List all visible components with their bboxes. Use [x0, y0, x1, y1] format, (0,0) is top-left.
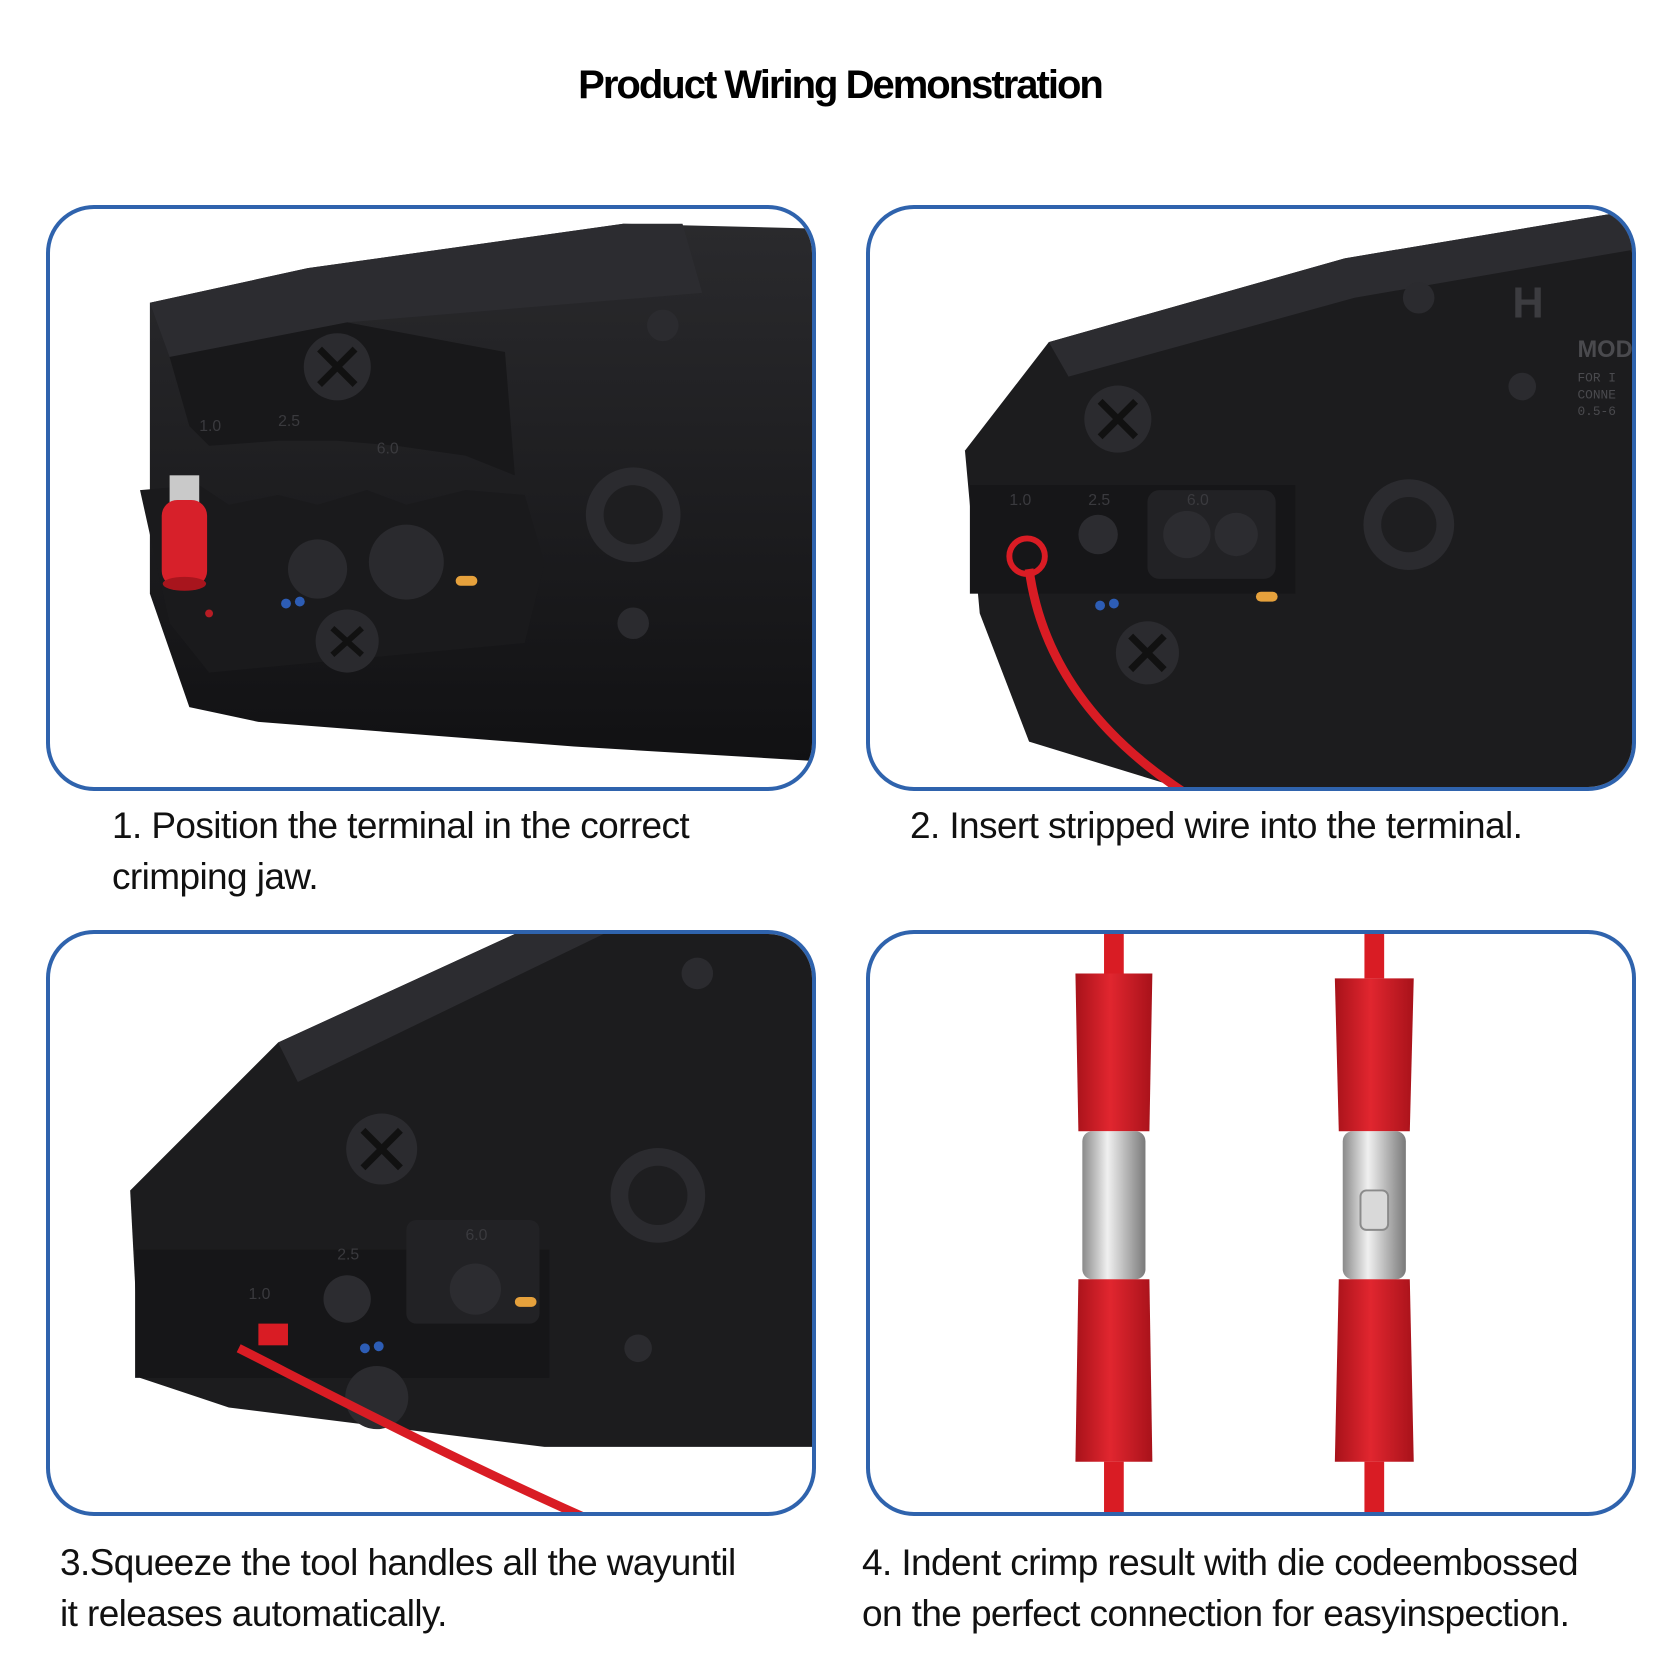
step-3-caption-line-2: it releases automatically. [60, 1593, 447, 1634]
crimper-squeezed-closed-illustration: 1.0 2.5 6.0 [130, 934, 812, 1512]
die-size-label-1: 1.0 [249, 1286, 271, 1303]
tool-spec-line-2: CONNE [1577, 387, 1616, 402]
die-size-label-3: 6.0 [377, 441, 399, 458]
die-size-label-1: 1.0 [1009, 492, 1031, 509]
step-2-caption: 2. Insert stripped wire into the termina… [910, 800, 1523, 851]
step-3-caption-line-1: 3.Squeeze the tool handles all the wayun… [60, 1542, 736, 1583]
die-size-label-2: 2.5 [337, 1246, 359, 1263]
die-size-label-2: 2.5 [1088, 492, 1110, 509]
step-4-caption-line-2: on the perfect connection for easyinspec… [862, 1593, 1570, 1634]
step-1-caption-line-2: crimping jaw. [112, 856, 319, 897]
die-size-label-3: 6.0 [466, 1227, 488, 1244]
page-title: Product Wiring Demonstration [578, 62, 1104, 107]
step-1-image-panel: 1.0 2.5 6.0 [46, 205, 816, 791]
step-3-image-panel: 1.0 2.5 6.0 [46, 930, 816, 1516]
step-4-caption-line-1: 4. Indent crimp result with die codeembo… [862, 1542, 1579, 1583]
step-1-caption-line-1: 1. Position the terminal in the correct [112, 805, 690, 846]
tool-model-text: MOD [1577, 337, 1632, 363]
crimper-jaw-open-with-terminal-illustration: 1.0 2.5 6.0 [140, 223, 812, 761]
tool-spec-line-3: 0.5-6 [1577, 404, 1615, 419]
die-size-label-2: 2.5 [278, 413, 300, 430]
step-2-image-panel: H MOD FOR I CONNE 0.5-6 1.0 2.5 6.0 [866, 205, 1636, 791]
step-2-caption-line-1: 2. Insert stripped wire into the termina… [910, 805, 1523, 846]
step-3-caption: 3.Squeeze the tool handles all the wayun… [60, 1537, 736, 1639]
step-1-caption: 1. Position the terminal in the correct … [112, 800, 690, 902]
die-size-label-3: 6.0 [1187, 492, 1209, 509]
step-4-caption: 4. Indent crimp result with die codeembo… [862, 1537, 1579, 1639]
crimper-with-stripped-wire-illustration: H MOD FOR I CONNE 0.5-6 1.0 2.5 6.0 [964, 210, 1632, 787]
tool-brand-text: H [1512, 279, 1543, 327]
die-size-label-1: 1.0 [199, 418, 221, 435]
crimped-terminals-result-illustration [1075, 934, 1414, 1512]
step-4-image-panel [866, 930, 1636, 1516]
tool-spec-line-1: FOR I [1577, 371, 1615, 386]
